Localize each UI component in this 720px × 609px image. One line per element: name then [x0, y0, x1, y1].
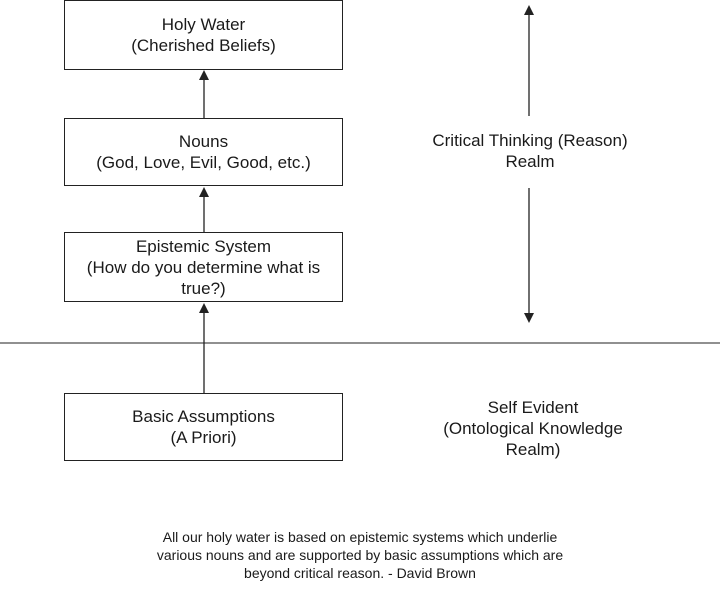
- basic-assumptions-title: Basic Assumptions: [132, 407, 275, 426]
- caption-line1: All our holy water is based on epistemic…: [162, 529, 558, 545]
- critical-thinking-realm-label: Critical Thinking (Reason) Realm: [400, 130, 660, 172]
- holy-water-box: Holy Water (Cherished Beliefs): [64, 0, 343, 70]
- holy-water-subtitle: (Cherished Beliefs): [131, 36, 276, 55]
- quote-caption: All our holy water is based on epistemic…: [100, 528, 620, 582]
- self-evident-line2: (Ontological Knowledge: [443, 419, 623, 438]
- critical-thinking-line1: Critical Thinking (Reason): [432, 131, 628, 150]
- nouns-subtitle: (God, Love, Evil, Good, etc.): [96, 153, 311, 172]
- basic-assumptions-subtitle: (A Priori): [170, 428, 237, 447]
- holy-water-title: Holy Water: [161, 15, 246, 34]
- epistemic-system-title: Epistemic System: [135, 236, 272, 256]
- epistemic-system-subtitle-line1: (How do you determine what is: [86, 257, 321, 277]
- caption-line3: beyond critical reason. - David Brown: [244, 565, 476, 581]
- epistemic-system-box: Epistemic System (How do you determine w…: [64, 232, 343, 302]
- caption-line2: various nouns and are supported by basic…: [156, 547, 564, 563]
- self-evident-line3: Realm): [505, 440, 561, 459]
- nouns-box: Nouns (God, Love, Evil, Good, etc.): [64, 118, 343, 186]
- basic-assumptions-box: Basic Assumptions (A Priori): [64, 393, 343, 461]
- critical-thinking-line2: Realm: [505, 152, 555, 171]
- self-evident-line1: Self Evident: [487, 398, 579, 417]
- self-evident-realm-label: Self Evident (Ontological Knowledge Real…: [403, 397, 663, 460]
- nouns-title: Nouns: [178, 132, 229, 151]
- epistemic-system-subtitle-line2: true?): [181, 278, 226, 298]
